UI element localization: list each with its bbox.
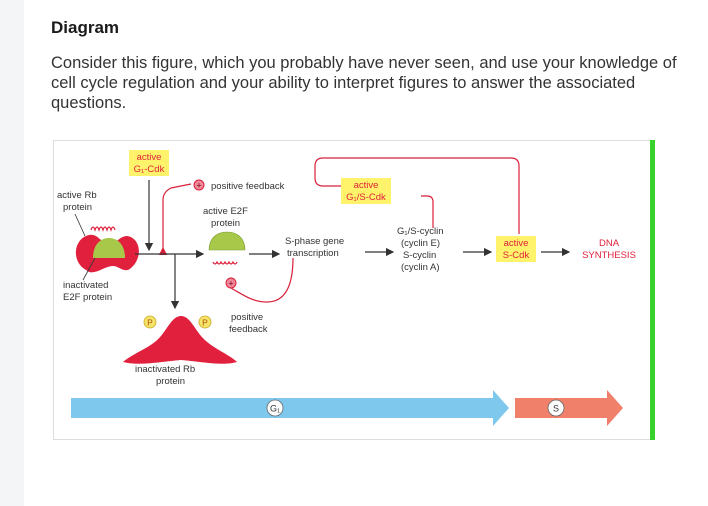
g1-phase-marker (266, 399, 284, 417)
s-phase-marker (547, 399, 565, 417)
question-prompt: Consider this figure, which you probably… (51, 54, 677, 112)
plus-marker-bottom (225, 277, 237, 289)
positive-feedback-bottom-label-1: positive (231, 312, 263, 323)
phosphate-right-icon (198, 315, 212, 329)
phosphate-left-icon (143, 315, 157, 329)
active-s-cdk-label-2: S-Cdk (503, 250, 530, 261)
g1-phase-arrow (71, 390, 509, 426)
e2f-binding-site-icon (212, 260, 238, 265)
cyclins-label-3: S-cyclin (403, 250, 436, 261)
cyclins-label-4: (cyclin A) (401, 262, 440, 273)
cell-cycle-diagram: active G₁-Cdk active Rb protein inactiva… (53, 140, 655, 440)
figure-green-border (650, 140, 655, 440)
cyclins-label-2: (cyclin E) (401, 238, 440, 249)
inactivated-rb-label-1: inactivated Rb (135, 364, 195, 375)
g1s-feedback-line (314, 157, 520, 234)
active-e2f-label-2: protein (211, 218, 240, 229)
inactivated-rb-label-2: protein (156, 376, 185, 387)
plus-sign-top: + (196, 181, 201, 191)
phosphate-left-label: P (147, 318, 153, 328)
cell-cycle-figure: active G₁-Cdk active Rb protein inactiva… (53, 140, 656, 440)
sphase-label-2: transcription (287, 248, 339, 259)
phosphate-right-label: P (202, 318, 208, 328)
s-phase-label: S (553, 404, 559, 414)
active-g1-cdk-label-1: active (137, 152, 162, 163)
bottom-feedback-loop (226, 257, 294, 303)
inactivated-e2f-protein-icon (93, 238, 125, 258)
rb-pointer-line (74, 213, 86, 237)
inactivated-e2f-label-1: inactivated (63, 280, 108, 291)
plus-marker-top (193, 179, 205, 191)
e2f-pointer-line (82, 257, 96, 281)
active-s-cdk-box (496, 236, 536, 262)
s-cdk-feedback-line (421, 195, 434, 228)
sphase-label-1: S-phase gene (285, 236, 344, 247)
positive-feedback-bottom-label-2: feedback (229, 324, 268, 335)
s-phase-arrow (515, 390, 623, 426)
active-e2f-protein-icon (208, 231, 246, 251)
active-rb-label-1: active Rb (57, 190, 97, 201)
question-heading: Diagram (51, 18, 120, 37)
positive-feedback-top-label: positive feedback (211, 181, 285, 192)
active-e2f-label-1: active E2F (203, 206, 248, 217)
rb-binding-site-icon (90, 226, 116, 232)
top-feedback-line (158, 183, 192, 256)
inactivated-rb-protein-icon (123, 316, 237, 364)
active-g1-cdk-box (129, 150, 169, 176)
dna-label-2: SYNTHESIS (582, 250, 636, 261)
active-g1s-cdk-label-2: G₁/S-Cdk (346, 192, 386, 203)
cyclins-label-1: G₁/S-cyclin (397, 226, 444, 237)
active-g1-cdk-label-2: G₁-Cdk (134, 164, 165, 175)
active-g1s-cdk-label-1: active (354, 180, 379, 191)
active-rb-label-2: protein (63, 202, 92, 213)
inactivated-e2f-label-2: E2F protein (63, 292, 112, 303)
plus-sign-bottom: + (228, 279, 233, 289)
dna-label-1: DNA (599, 238, 620, 249)
active-g1s-cdk-box (341, 178, 391, 204)
g1-phase-label: G₁ (270, 404, 280, 414)
active-s-cdk-label-1: active (504, 238, 529, 249)
